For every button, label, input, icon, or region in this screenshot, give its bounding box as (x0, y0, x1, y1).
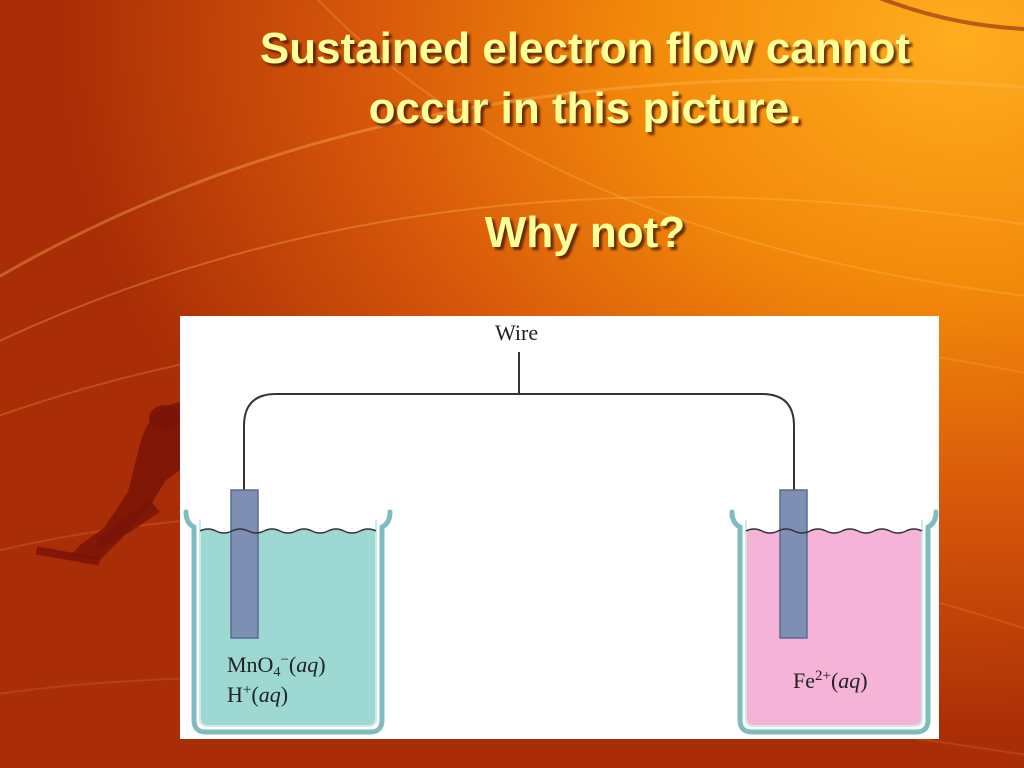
background-swoosh (879, 0, 1024, 31)
right-electrode (779, 489, 808, 639)
galvanic-cell-diagram: Wire MnO4−(aq) H+(aq) Fe2+(aq) (180, 316, 939, 739)
h-charge: + (242, 682, 252, 698)
slide-title-line1: Sustained electron flow cannot (259, 24, 911, 73)
left-beaker (183, 509, 393, 735)
mno4-formula: MnO (227, 652, 274, 677)
fe-charge: 2+ (815, 668, 831, 684)
h-state: aq (258, 682, 281, 707)
right-surface-wave (745, 528, 923, 534)
mno4-state: aq (296, 652, 319, 677)
runner-silhouette (35, 402, 181, 566)
left-species-h: H+(aq) (227, 682, 289, 707)
left-electrode (230, 489, 259, 639)
fe-formula: Fe (793, 668, 815, 693)
background-swoosh (0, 195, 1024, 342)
slide-title-line2: occur in this picture. (368, 84, 802, 133)
background-swoosh (0, 77, 1024, 278)
left-species-mno4: MnO4−(aq) (227, 652, 326, 680)
diagram-drawing (183, 352, 939, 735)
right-beaker-inner (745, 520, 923, 727)
slide-subtitle: Why not? (484, 208, 686, 257)
left-surface-wave (199, 528, 377, 534)
left-beaker-inner (199, 520, 377, 727)
mno4-charge: − (280, 652, 289, 668)
mno4-subscript: 4 (273, 665, 281, 680)
right-species-fe: Fe2+(aq) (793, 668, 868, 693)
fe-state: aq (838, 668, 861, 693)
wire (243, 393, 795, 490)
h-formula: H (227, 682, 243, 707)
background-swoosh (317, 0, 1024, 297)
right-beaker (729, 509, 939, 735)
right-solution (746, 529, 922, 726)
wire-label: Wire (495, 320, 539, 345)
